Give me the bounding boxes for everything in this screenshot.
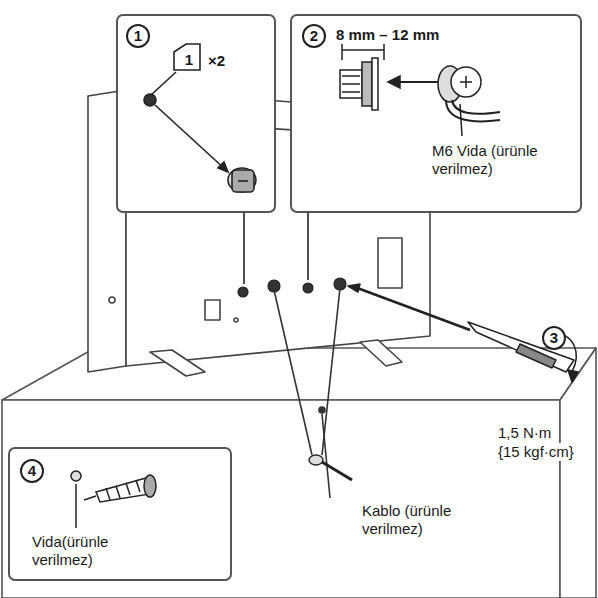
wall-holes bbox=[238, 278, 346, 297]
cable-clip bbox=[309, 455, 352, 480]
panel-text: 8 mm – 12 mm bbox=[336, 26, 439, 44]
screwdriver bbox=[348, 284, 578, 382]
cabinet bbox=[2, 348, 596, 598]
callout-number: 3 bbox=[542, 326, 566, 350]
leader-lines bbox=[244, 213, 308, 284]
callout-number: 1 bbox=[126, 24, 150, 48]
step-panel: 4Vida(ürünle verilmez) bbox=[8, 447, 232, 581]
callout-number: 4 bbox=[20, 459, 44, 483]
panel-text: ×2 bbox=[208, 52, 225, 70]
panel-text: M6 Vida (ürünle verilmez) bbox=[432, 142, 562, 178]
panel-text: Vida(ürünle verilmez) bbox=[32, 533, 142, 569]
callout-number: 2 bbox=[302, 24, 326, 48]
panel-grounds bbox=[8, 14, 582, 581]
part-label: 1,5 N·m bbox=[496, 424, 553, 442]
panel-text: 1 bbox=[178, 51, 200, 69]
panel1-figure bbox=[144, 44, 256, 192]
step-panel: 1 1 ×2 bbox=[116, 14, 276, 213]
step-panel: 2 8 mm – 12 mm M6 Vida (ürünle verilmez) bbox=[290, 14, 582, 213]
panel2-figure bbox=[340, 44, 500, 136]
part-label: {15 kgf·cm} bbox=[496, 443, 576, 461]
panel4-figure bbox=[71, 471, 156, 528]
part-label: Kablo (ürünle verilmez) bbox=[360, 502, 472, 538]
